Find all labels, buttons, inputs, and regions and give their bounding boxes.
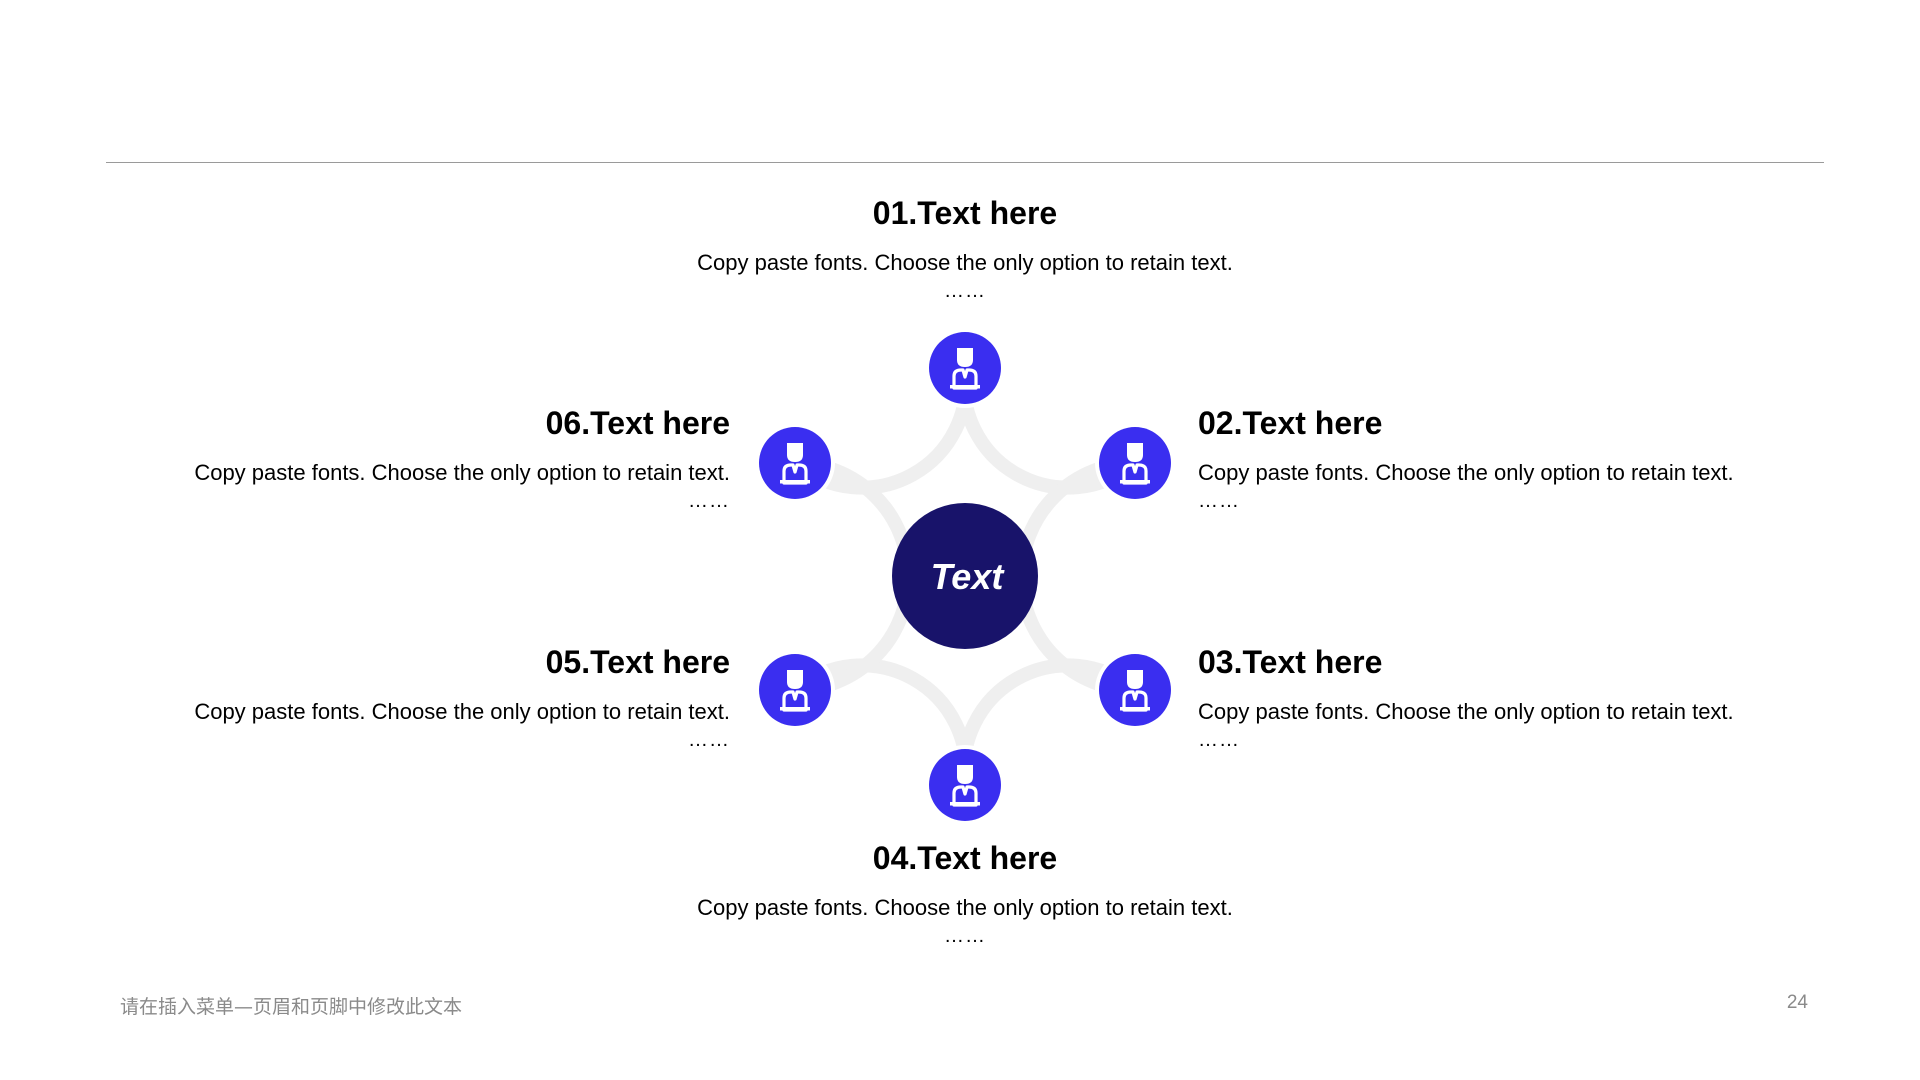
item-ellipsis: ……: [1198, 729, 1240, 751]
node-03: [1095, 650, 1175, 730]
item-06: 06.Text here Copy paste fonts. Choose th…: [110, 403, 730, 511]
item-description: Copy paste fonts. Choose the only option…: [1198, 699, 1734, 724]
center-circle: [892, 503, 1038, 649]
item-title: 03.Text here: [1198, 644, 1383, 680]
item-04: 04.Text here Copy paste fonts. Choose th…: [655, 838, 1275, 946]
node-05: [755, 650, 835, 730]
item-description: Copy paste fonts. Choose the only option…: [194, 699, 730, 724]
node-06: [755, 423, 835, 503]
item-description: Copy paste fonts. Choose the only option…: [1198, 460, 1734, 485]
page-number: 24: [1786, 992, 1808, 1013]
top-divider-line: [106, 162, 1824, 163]
item-title: 04.Text here: [872, 840, 1058, 876]
center-label: Text: [931, 556, 1006, 597]
node-04: [925, 745, 1005, 825]
item-title: 02.Text here: [1198, 405, 1383, 441]
node-02: [1095, 423, 1175, 503]
item-description: Copy paste fonts. Choose the only option…: [697, 250, 1233, 275]
item-title: 05.Text here: [545, 644, 730, 680]
item-ellipsis: ……: [688, 729, 730, 751]
center-node: Text: [892, 503, 1038, 649]
item-ellipsis: ……: [944, 280, 986, 302]
footer-text: 请在插入菜单—页眉和页脚中修改此文本: [120, 996, 463, 1018]
item-title: 06.Text here: [545, 405, 730, 441]
item-ellipsis: ……: [944, 925, 986, 947]
item-title: 01.Text here: [872, 195, 1058, 231]
node-01: [925, 328, 1005, 408]
item-description: Copy paste fonts. Choose the only option…: [194, 460, 730, 485]
item-description: Copy paste fonts. Choose the only option…: [697, 895, 1233, 920]
item-ellipsis: ……: [1198, 490, 1240, 512]
item-03: 03.Text here Copy paste fonts. Choose th…: [1198, 642, 1818, 750]
item-02: 02.Text here Copy paste fonts. Choose th…: [1198, 403, 1818, 511]
item-05: 05.Text here Copy paste fonts. Choose th…: [110, 642, 730, 750]
item-ellipsis: ……: [688, 490, 730, 512]
item-01: 01.Text here Copy paste fonts. Choose th…: [655, 193, 1275, 301]
